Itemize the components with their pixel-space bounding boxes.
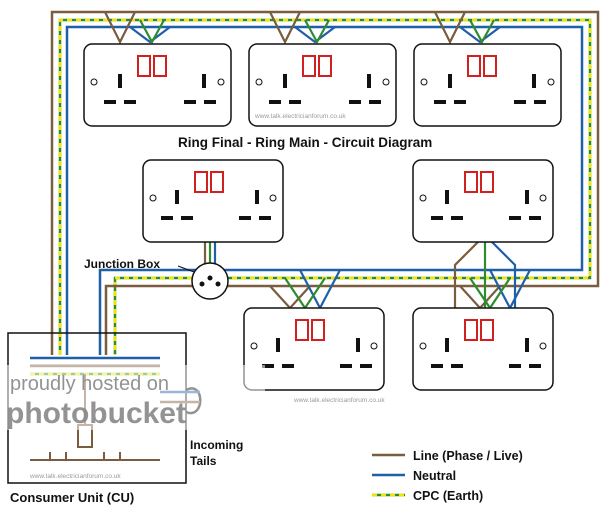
- socket-bottom-right: [412, 307, 554, 391]
- diagram-title: Ring Final - Ring Main - Circuit Diagram: [178, 135, 432, 150]
- junction-box-label: Junction Box: [84, 257, 160, 271]
- socket-watermark-text: www.talk.electricianforum.co.uk: [254, 113, 346, 120]
- socket-drops-bottom-row: [269, 269, 531, 311]
- neutral-ring: [65, 25, 584, 355]
- consumer-unit-label: Consumer Unit (CU): [10, 490, 134, 505]
- spur-right: [453, 237, 517, 308]
- photobucket-line1: proudly hosted on: [10, 373, 169, 395]
- socket-drops-top-row: [104, 11, 501, 45]
- socket-top-left: [83, 43, 232, 127]
- cpc-earth-ring: [58, 18, 592, 355]
- legend-label-cpc: CPC (Earth): [413, 489, 483, 503]
- legend-item-line: Line (Phase / Live): [372, 449, 523, 463]
- photobucket-watermark: proudly hosted on photobucket: [0, 365, 265, 430]
- junction-box-symbol: [191, 262, 229, 300]
- socket-middle-right: [412, 159, 554, 243]
- legend-label-neutral: Neutral: [413, 469, 456, 483]
- legend: Line (Phase / Live) Neutral CPC (Earth): [372, 449, 523, 503]
- cu-watermark-text: www.talk.electricianforum.co.uk: [29, 473, 121, 480]
- socket-bottom-middle: [243, 307, 385, 391]
- legend-item-cpc: CPC (Earth): [372, 489, 483, 503]
- socket-top-right: [413, 43, 562, 127]
- incoming-tails-label-line1: Incoming: [190, 438, 243, 452]
- socket-middle-left: [142, 159, 284, 243]
- line-phase-ring: [50, 10, 600, 355]
- photobucket-line2: photobucket: [6, 397, 186, 430]
- socket-top-middle: [248, 43, 397, 127]
- socket-watermark-text: www.talk.electricianforum.co.uk: [293, 397, 385, 404]
- junction-box-pointer: [177, 265, 195, 273]
- legend-item-neutral: Neutral: [372, 469, 456, 483]
- incoming-tails-label-line2: Tails: [190, 454, 217, 468]
- legend-label-line: Line (Phase / Live): [413, 449, 523, 463]
